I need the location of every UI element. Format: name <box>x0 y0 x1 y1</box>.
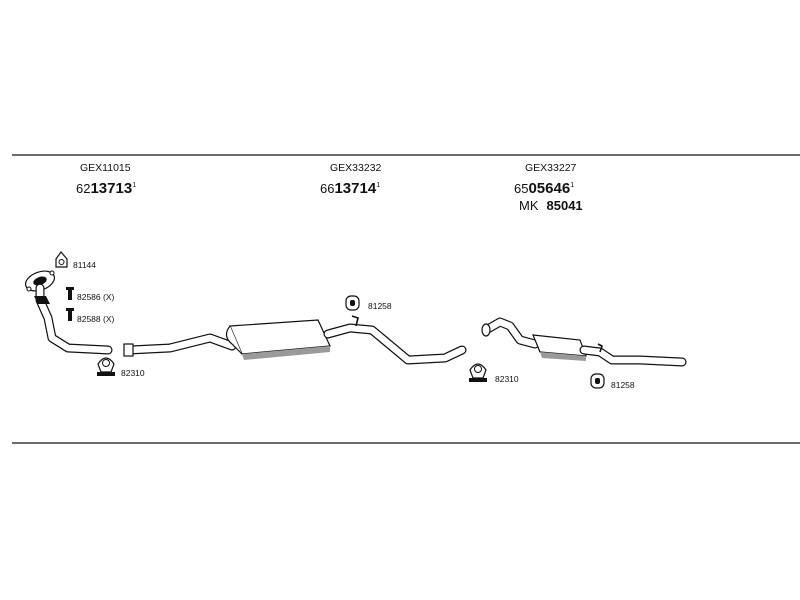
bolt-head-icon <box>66 308 74 311</box>
kit-number: MK 85041 <box>519 198 583 213</box>
part-number: 66137141 <box>320 180 380 197</box>
part-number: 62137131 <box>76 180 136 197</box>
gasket-label: 81144 <box>73 260 96 270</box>
tailpipe-hook <box>597 343 603 353</box>
gasket-hole-icon <box>58 259 65 265</box>
clamp-label: 82310 <box>121 368 145 378</box>
bolt-part-1: 82586 (X) <box>66 287 114 302</box>
part-number-main: 13714 <box>334 180 376 197</box>
rear-silencer-side <box>540 352 586 361</box>
hanger-hole-icon <box>350 300 355 306</box>
hanger-label: 81258 <box>611 380 635 390</box>
clamp-hole-icon <box>102 359 110 367</box>
part-number: 65056461 <box>514 180 574 197</box>
part-number-main: 13713 <box>90 180 132 197</box>
mid-inlet-sleeve <box>123 343 134 357</box>
part-number-sup: 1 <box>376 182 380 189</box>
clamp-hole-icon <box>474 365 482 373</box>
rear-inlet-pipe-fill <box>482 318 539 348</box>
part-number-prefix: 65 <box>514 181 528 196</box>
hanger-hole-icon <box>595 378 600 384</box>
kit-main: 85041 <box>547 198 583 213</box>
front-pipe-drawing <box>24 270 113 355</box>
hanger-label: 81258 <box>368 301 392 311</box>
group-rear-silencer: GEX33227 65056461 MK 85041 <box>514 162 583 213</box>
clamp-base-icon <box>469 378 487 382</box>
tailpipe-fill <box>580 346 686 366</box>
hanger-part-rear: 81258 <box>590 373 635 390</box>
group-middle-silencer: GEX33232 66137141 <box>320 162 382 197</box>
mid-inlet-pipe-fill <box>126 334 236 354</box>
bolt-part-2: 82588 (X) <box>66 308 114 324</box>
rear-inlet-end <box>481 323 491 337</box>
flange-hole-icon <box>33 276 47 286</box>
group-ref: GEX33227 <box>525 162 577 174</box>
group-front-pipe: GEX11015 62137131 <box>76 162 136 197</box>
clamp-label: 82310 <box>495 374 519 384</box>
rear-silencer-drawing <box>481 317 687 367</box>
middle-silencer-drawing <box>123 315 467 365</box>
part-number-sup: 1 <box>570 182 574 189</box>
clamp-part-right: 82310 <box>469 363 519 384</box>
part-number-sup: 1 <box>132 182 136 189</box>
group-ref: GEX33232 <box>330 162 382 174</box>
gasket-part: 81144 <box>55 251 96 270</box>
bolt-head-icon <box>66 287 74 290</box>
middle-silencer-side <box>242 346 330 360</box>
mid-outlet-pipe-fill <box>324 324 466 364</box>
kit-prefix: MK <box>519 198 539 213</box>
clamp-base-icon <box>97 372 115 376</box>
part-number-main: 05646 <box>528 180 570 197</box>
clamp-part-left: 82310 <box>97 357 145 378</box>
bolt-label: 82588 (X) <box>77 314 114 324</box>
part-number-prefix: 66 <box>320 181 334 196</box>
flange-bolt-hole <box>49 270 55 276</box>
group-ref: GEX11015 <box>80 162 131 174</box>
bolt-icon <box>68 308 72 321</box>
mid-pipe-hook <box>351 315 359 327</box>
front-pipe-collar <box>34 296 50 304</box>
flange-bolt-hole <box>26 286 32 292</box>
bolt-icon <box>68 287 72 300</box>
hanger-part-mid: 81258 <box>345 295 392 311</box>
part-number-prefix: 62 <box>76 181 90 196</box>
bolt-label: 82586 (X) <box>77 292 114 302</box>
middle-silencer-front <box>225 325 243 355</box>
